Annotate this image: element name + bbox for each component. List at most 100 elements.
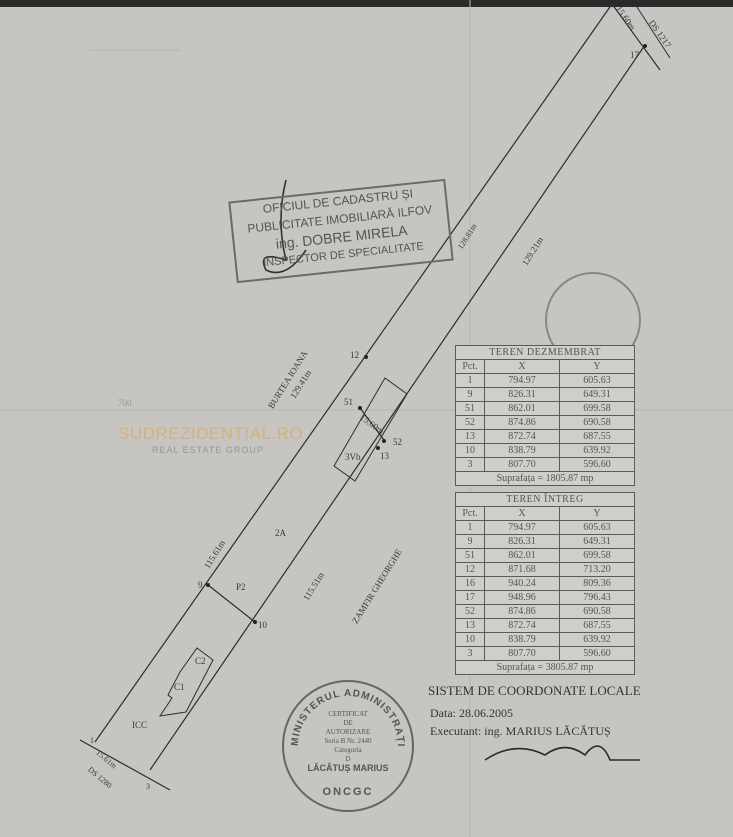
x-cell: 874.86: [484, 604, 560, 619]
coordinate-system-title: SISTEM DE COORDONATE LOCALE: [428, 683, 641, 698]
point-label: 1: [90, 736, 94, 745]
watermark-subtitle: REAL ESTATE GROUP: [152, 445, 264, 455]
y-cell: 713.20: [559, 562, 635, 577]
point-cell: 17: [455, 590, 485, 605]
building-label: C2: [195, 656, 206, 666]
y-cell: 649.31: [559, 387, 635, 402]
signature-inspector: [262, 179, 307, 274]
x-cell: 794.97: [484, 373, 560, 388]
area-total: Suprafața = 1805.87 mp: [455, 471, 635, 486]
y-cell: 639.92: [559, 632, 635, 647]
column-header: Pct.: [455, 506, 485, 521]
stamp-line: CERTIFICAT: [328, 710, 368, 718]
x-cell: 794.97: [484, 520, 560, 535]
x-cell: 872.74: [484, 429, 560, 444]
point-cell: 16: [455, 576, 485, 591]
stamp-line: DE: [343, 719, 353, 727]
y-cell: 687.55: [559, 618, 635, 633]
point-cell: 9: [455, 387, 485, 402]
point-51: [358, 406, 362, 410]
parcel-boundary-top: [611, 3, 661, 71]
column-header: Y: [559, 359, 635, 374]
stamp-bottom-text: ONCGC: [322, 786, 374, 798]
stamp-round-authorization: MINISTERUL ADMINISTRAȚIEI PUBLICE CERTIF…: [282, 680, 414, 812]
road-edge-top: [634, 3, 671, 59]
point-label: 17: [630, 50, 639, 60]
zone-label: 2A: [275, 528, 286, 538]
column-header: Y: [559, 506, 635, 521]
plan-executant: Executant: ing. MARIUS LĂCĂTUȘ: [430, 724, 611, 738]
stamp-line: LĂCĂTUȘ MARIUS: [307, 763, 389, 773]
x-cell: 874.86: [484, 415, 560, 430]
point-label: 3: [146, 782, 150, 791]
x-cell: 807.70: [484, 457, 560, 472]
parcel-boundary-left: [94, 3, 613, 743]
point-label: 52: [393, 437, 402, 447]
y-cell: 596.60: [559, 646, 635, 661]
stamp-line: D: [345, 755, 351, 763]
table-title: TEREN DEZMEMBRAT: [455, 345, 635, 360]
parcel-boundary-right: [149, 44, 646, 771]
column-header: X: [484, 506, 560, 521]
x-cell: 862.01: [484, 548, 560, 563]
building-label: C1: [174, 682, 185, 692]
x-cell: 838.79: [484, 632, 560, 647]
y-cell: 699.58: [559, 401, 635, 416]
x-cell: 940.24: [484, 576, 560, 591]
zone-label: ICC: [132, 720, 148, 730]
point-label: 51: [344, 397, 353, 407]
point-label: 12: [350, 350, 359, 360]
x-cell: 948.96: [484, 590, 560, 605]
y-cell: 596.60: [559, 457, 635, 472]
point-cell: 51: [455, 548, 485, 563]
signature-executant: [484, 745, 640, 761]
stamp-line: Seria B Nr. 2440: [324, 737, 372, 745]
column-header: X: [484, 359, 560, 374]
stamp-ring-text: MINISTERUL ADMINISTRAȚIEI PUBLICE: [284, 682, 405, 747]
area-total: Suprafața = 3805.87 mp: [455, 660, 635, 675]
point-cell: 10: [455, 632, 485, 647]
y-cell: 796.43: [559, 590, 635, 605]
point-17: [643, 44, 647, 48]
zone-label: P2: [236, 582, 246, 592]
column-header: Pct.: [455, 359, 485, 374]
y-cell: 649.31: [559, 534, 635, 549]
point-cell: 51: [455, 401, 485, 416]
y-cell: 690.58: [559, 415, 635, 430]
stamp-line: Categoria: [334, 746, 362, 754]
y-cell: 809.36: [559, 576, 635, 591]
point-cell: 3: [455, 646, 485, 661]
photo-edge: [0, 0, 733, 7]
stamp-line: AUTORIZARE: [325, 728, 371, 736]
x-cell: 826.31: [484, 534, 560, 549]
point-cell: 1: [455, 373, 485, 388]
point-cell: 52: [455, 604, 485, 619]
plan-date: Data: 28.06.2005: [430, 706, 513, 720]
y-cell: 605.63: [559, 373, 635, 388]
point-cell: 52: [455, 415, 485, 430]
table-title: TEREN ÎNTREG: [455, 492, 635, 507]
y-cell: 690.58: [559, 604, 635, 619]
x-cell: 826.31: [484, 387, 560, 402]
point-12: [364, 355, 368, 359]
x-cell: 862.01: [484, 401, 560, 416]
zone-label: 3Vb: [345, 452, 361, 462]
y-cell: 699.58: [559, 548, 635, 563]
